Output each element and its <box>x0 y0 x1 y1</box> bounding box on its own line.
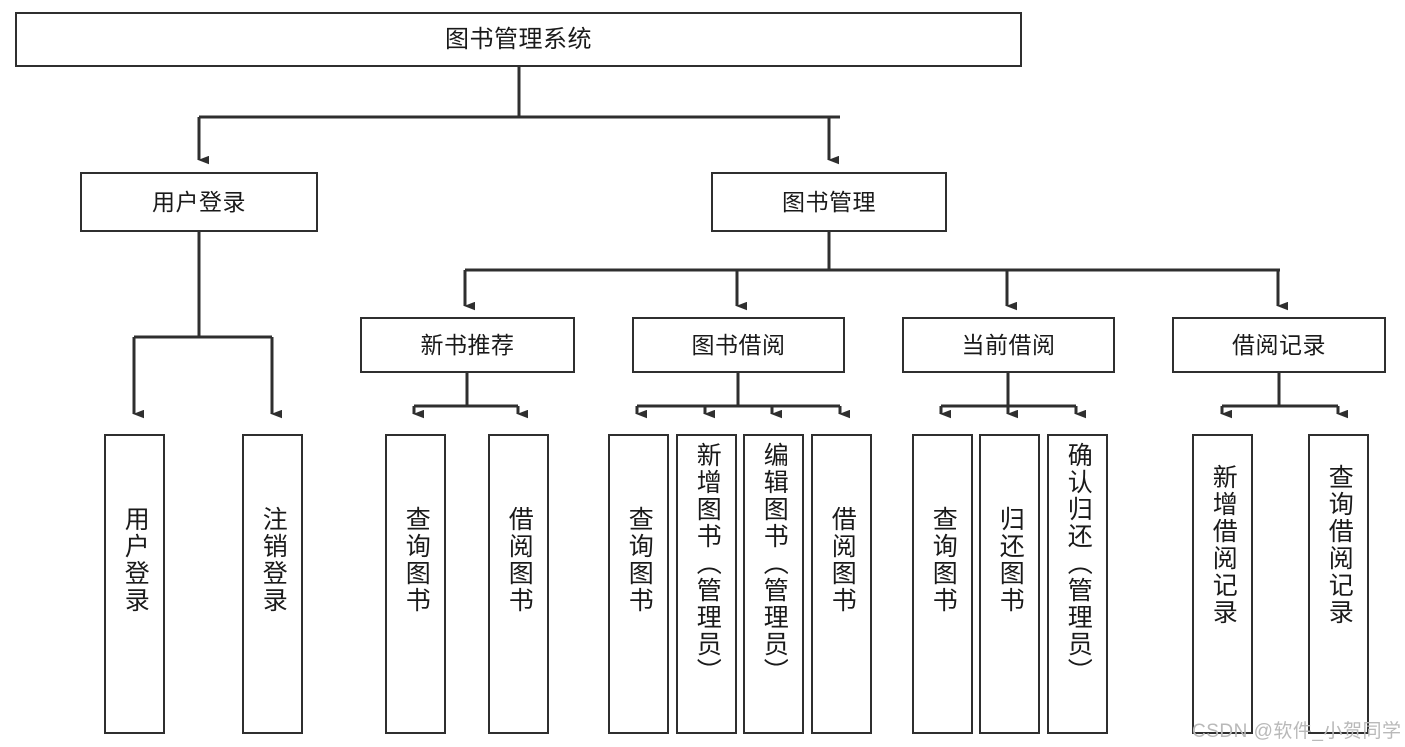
node-book-borrow-label: 图书借阅 <box>691 331 786 358</box>
csdn-watermark: CSDN @软件_小贺同学 <box>1192 721 1402 742</box>
node-new-book-rec[interactable]: 新书推荐 <box>360 317 575 373</box>
node-leaf-add-record[interactable]: 新增借阅记录 <box>1192 434 1253 734</box>
node-leaf-borrow-book-1[interactable]: 借阅图书 <box>488 434 549 734</box>
node-leaf-add-record-label: 新增借阅记录 <box>1209 464 1238 626</box>
node-leaf-query-book-3[interactable]: 查询图书 <box>912 434 973 734</box>
node-leaf-add-book[interactable]: 新增图书（管理员） <box>676 434 737 734</box>
node-leaf-edit-book[interactable]: 编辑图书（管理员） <box>743 434 804 734</box>
node-user-login[interactable]: 用户登录 <box>80 172 318 232</box>
node-leaf-query-record-label: 查询借阅记录 <box>1325 464 1354 626</box>
node-borrow-record[interactable]: 借阅记录 <box>1172 317 1386 373</box>
node-book-manage-label: 图书管理 <box>782 188 876 215</box>
node-leaf-add-book-label: 新增图书（管理员） <box>693 442 722 685</box>
node-leaf-query-book-1-label: 查询图书 <box>402 506 431 614</box>
node-leaf-return-book[interactable]: 归还图书 <box>979 434 1040 734</box>
node-current-borrow[interactable]: 当前借阅 <box>902 317 1115 373</box>
node-leaf-confirm-return-label: 确认归还（管理员） <box>1064 442 1093 685</box>
node-leaf-edit-book-label: 编辑图书（管理员） <box>760 442 789 685</box>
node-leaf-logout[interactable]: 注销登录 <box>242 434 303 734</box>
node-book-manage[interactable]: 图书管理 <box>711 172 947 232</box>
node-leaf-borrow-book-2[interactable]: 借阅图书 <box>811 434 872 734</box>
node-leaf-confirm-return[interactable]: 确认归还（管理员） <box>1047 434 1108 734</box>
node-book-borrow[interactable]: 图书借阅 <box>632 317 845 373</box>
node-leaf-user-login[interactable]: 用户登录 <box>104 434 165 734</box>
node-leaf-query-book-2-label: 查询图书 <box>625 506 654 614</box>
node-root[interactable]: 图书管理系统 <box>15 12 1022 67</box>
node-current-borrow-label: 当前借阅 <box>961 331 1056 358</box>
node-leaf-query-record[interactable]: 查询借阅记录 <box>1308 434 1369 734</box>
node-root-label: 图书管理系统 <box>445 25 592 53</box>
node-borrow-record-label: 借阅记录 <box>1232 331 1326 358</box>
node-leaf-query-book-1[interactable]: 查询图书 <box>385 434 446 734</box>
node-leaf-borrow-book-1-label: 借阅图书 <box>505 506 534 614</box>
node-leaf-query-book-3-label: 查询图书 <box>929 506 958 614</box>
node-leaf-borrow-book-2-label: 借阅图书 <box>828 506 857 614</box>
node-leaf-logout-label: 注销登录 <box>259 506 288 614</box>
node-user-login-label: 用户登录 <box>152 188 246 215</box>
node-leaf-user-login-label: 用户登录 <box>121 506 150 614</box>
node-leaf-query-book-2[interactable]: 查询图书 <box>608 434 669 734</box>
node-leaf-return-book-label: 归还图书 <box>996 506 1025 614</box>
node-new-book-rec-label: 新书推荐 <box>420 331 515 358</box>
